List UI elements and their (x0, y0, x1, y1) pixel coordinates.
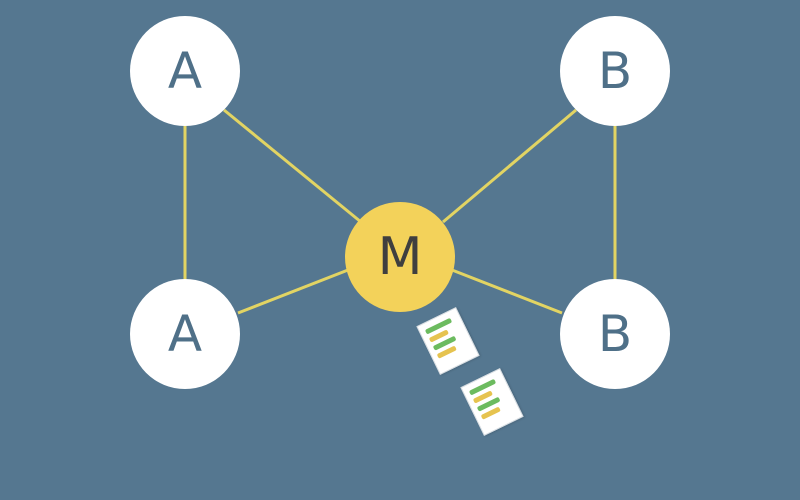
node-b-top: B (560, 16, 670, 126)
node-b-bottom-label: B (597, 305, 633, 363)
node-a-top-label: A (167, 42, 203, 100)
edge-a-bottom-m (237, 268, 349, 315)
edge-a-top-m (223, 108, 362, 224)
node-m-label: M (377, 227, 423, 287)
node-a-bottom: A (130, 279, 240, 389)
node-a-top: A (130, 16, 240, 126)
node-a-bottom-label: A (167, 305, 203, 363)
node-m-hub: M (345, 202, 455, 312)
node-b-bottom: B (560, 279, 670, 389)
node-b-top-label: B (597, 42, 633, 100)
edge-b-bottom-m (451, 268, 563, 315)
edge-b-top-m (442, 108, 577, 224)
